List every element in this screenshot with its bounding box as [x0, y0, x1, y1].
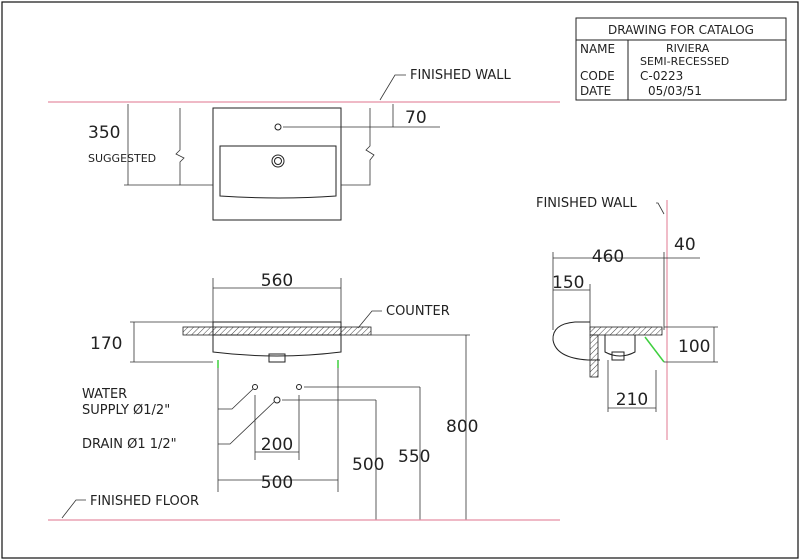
- top-wall-label: FINISHED WALL: [410, 68, 512, 83]
- code-value: C-0223: [640, 69, 683, 83]
- water-supply-point-2: [296, 384, 302, 390]
- counter-slab-side: [589, 326, 663, 336]
- supply-label: SUPPLY Ø1/2": [82, 403, 170, 418]
- drain-hole-outer: [271, 154, 285, 168]
- dim-560: 560: [261, 271, 293, 291]
- dim-800: 800: [446, 417, 478, 437]
- basin-bowl-top: [219, 145, 337, 199]
- dim-460: 460: [592, 247, 624, 267]
- dim-100: 100: [678, 337, 710, 357]
- title-heading: DRAWING FOR CATALOG: [608, 23, 754, 37]
- dim-210: 210: [616, 390, 648, 410]
- name-value-2: SEMI-RECESSED: [640, 55, 729, 68]
- dim-350: 350: [88, 123, 120, 143]
- dim-200: 200: [261, 435, 293, 455]
- front-view: 560 COUNTER 170 WATER SUPPLY Ø1/2" DRAIN…: [48, 271, 560, 521]
- counter-slab: [182, 326, 372, 336]
- basin-profile-side: [552, 321, 600, 361]
- drain-point: [273, 396, 281, 404]
- dim-550: 550: [398, 447, 430, 467]
- water-supply-point: [252, 384, 258, 390]
- dim-70: 70: [405, 108, 427, 128]
- dim-150: 150: [552, 273, 584, 293]
- side-view: FINISHED WALL 460 40 150 100 210: [536, 196, 718, 440]
- basin-outline-top: [212, 107, 342, 221]
- counter-label: COUNTER: [386, 304, 450, 319]
- suggested-label: SUGGESTED: [88, 152, 156, 165]
- top-view: FINISHED WALL 350 SUGGESTED 70: [48, 68, 560, 221]
- dim-500-vertical: 500: [352, 455, 384, 475]
- dim-500-horizontal: 500: [261, 473, 293, 493]
- title-block: DRAWING FOR CATALOG NAME RIVIERA SEMI-RE…: [575, 17, 787, 101]
- basin-body-front: [212, 335, 342, 357]
- dim-40: 40: [674, 235, 696, 255]
- code-label: CODE: [580, 69, 615, 83]
- drain-label: DRAIN Ø1 1/2": [82, 437, 177, 452]
- date-value: 05/03/51: [648, 84, 702, 98]
- side-wall-label: FINISHED WALL: [536, 196, 638, 211]
- name-value-1: RIVIERA: [666, 42, 710, 55]
- water-label: WATER: [82, 387, 127, 402]
- dim-170: 170: [90, 334, 122, 354]
- drain-hole-inner: [274, 157, 282, 165]
- cabinet-side: [589, 334, 599, 378]
- drain-outlet: [268, 353, 286, 363]
- tap-hole: [274, 123, 282, 131]
- top-wall-leader: [379, 74, 406, 101]
- date-label: DATE: [580, 84, 611, 98]
- name-label: NAME: [580, 42, 615, 56]
- floor-label: FINISHED FLOOR: [90, 494, 199, 509]
